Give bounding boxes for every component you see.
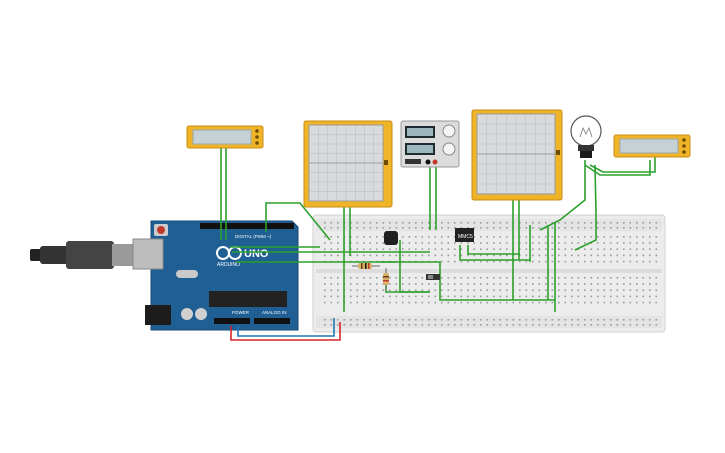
lcd-display-right[interactable]	[613, 134, 691, 158]
wire-green	[459, 245, 530, 261]
wire-green	[380, 261, 555, 301]
wire-green	[265, 202, 331, 241]
analog-header-label: ANALOG IN	[262, 310, 287, 315]
arduino-uno[interactable]: UNO ARDUINO DIGITAL (PWM ~) POWER ANALOG…	[30, 220, 299, 331]
slide-switch[interactable]	[426, 274, 440, 280]
digital-header-label: DIGITAL (PWM ~)	[235, 234, 272, 239]
power-header-label: POWER	[232, 310, 250, 315]
resistor[interactable]	[352, 263, 380, 269]
wire-green	[574, 164, 597, 251]
usb-cable	[30, 241, 134, 269]
wire-green	[589, 157, 656, 173]
transistor[interactable]	[384, 231, 398, 245]
resistor-vertical[interactable]	[383, 268, 389, 290]
wire-blue	[237, 318, 335, 337]
breadboard[interactable]	[312, 214, 666, 333]
light-bulb[interactable]	[570, 115, 602, 158]
function-generator[interactable]	[400, 120, 460, 168]
wire-red	[230, 322, 341, 341]
sensor-chip-label: MMC5	[458, 234, 473, 240]
wire-green	[467, 245, 520, 255]
wire-green	[539, 160, 586, 231]
scope-grid	[309, 125, 383, 201]
scope-grid	[477, 114, 555, 194]
arduino-brand-label: ARDUINO	[217, 262, 240, 268]
wire-green	[584, 160, 651, 176]
lcd-display-left[interactable]	[186, 125, 264, 149]
oscilloscope-left[interactable]	[303, 120, 393, 208]
arduino-model-label: UNO	[244, 248, 269, 260]
wires	[220, 147, 656, 341]
oscilloscope-right[interactable]	[471, 109, 563, 201]
sensor-chip[interactable]: MMC5	[455, 228, 474, 242]
